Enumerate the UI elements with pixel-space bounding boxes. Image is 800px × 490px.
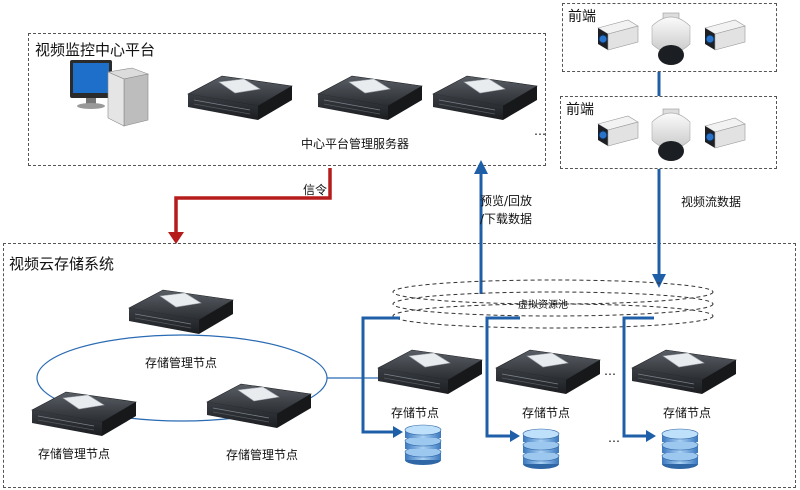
storage-node-label: 存储节点 [522,406,571,420]
front-end-box-2 [560,96,777,169]
server-label: 中心平台管理服务器 [301,137,410,151]
storage-connectors [361,316,654,438]
storage-node-label: 存储节点 [391,406,440,420]
disk-stack-icon [404,424,442,466]
storage-connector-arrowheads [393,426,656,442]
cloud-storage-title: 视频云存储系统 [9,255,115,273]
storage-node-label: 存储节点 [663,406,712,420]
disk-stack-icon [661,428,699,470]
center-platform-title: 视频监控中心平台 [35,41,156,59]
management-server-icon [317,75,423,121]
box-camera-icon [597,19,639,51]
storage-ellipsis-upper: … [604,364,616,378]
preview-label-line2: /下载数据 [480,212,533,226]
signal-label: 信令 [303,183,328,197]
front-end-label-1: 前端 [568,9,596,25]
video-stream-arrowhead [652,274,666,288]
virtual-pool-label: 虚拟资源池 [518,300,568,311]
box-camera-icon [704,19,746,51]
dome-camera-icon [651,108,691,161]
storage-ellipsis-lower: … [608,431,620,445]
management-server-icon [187,75,293,121]
management-node-label: 存储管理节点 [38,447,111,461]
center-platform-box [28,33,546,166]
management-node-label: 存储管理节点 [226,448,299,462]
storage-server-icon [631,349,737,395]
storage-server-icon [495,349,601,395]
disk-stack-icon [522,428,560,470]
server-ellipsis: … [534,124,546,138]
box-camera-icon [704,117,746,149]
monitor-icon [70,60,150,127]
video-stream-label: 视频流数据 [681,195,742,209]
box-camera-icon [597,115,639,147]
signal-arrowhead [168,232,184,244]
dome-camera-icon [651,12,691,65]
storage-server-icon [377,349,483,395]
virtual-resource-pool [392,279,714,329]
cloud-storage-box [3,243,796,488]
storage-management-server-icon [31,391,137,437]
front-end-label-2: 前端 [566,102,594,118]
storage-management-server-icon [128,289,234,335]
preview-arrowhead [474,160,488,174]
management-server-icon [432,75,538,121]
signal-arrow [174,168,332,240]
management-node-label: 存储管理节点 [145,356,218,370]
front-end-box-1 [562,3,777,72]
storage-management-server-icon [206,383,312,429]
preview-label-line1: 预览/回放 [480,194,533,208]
